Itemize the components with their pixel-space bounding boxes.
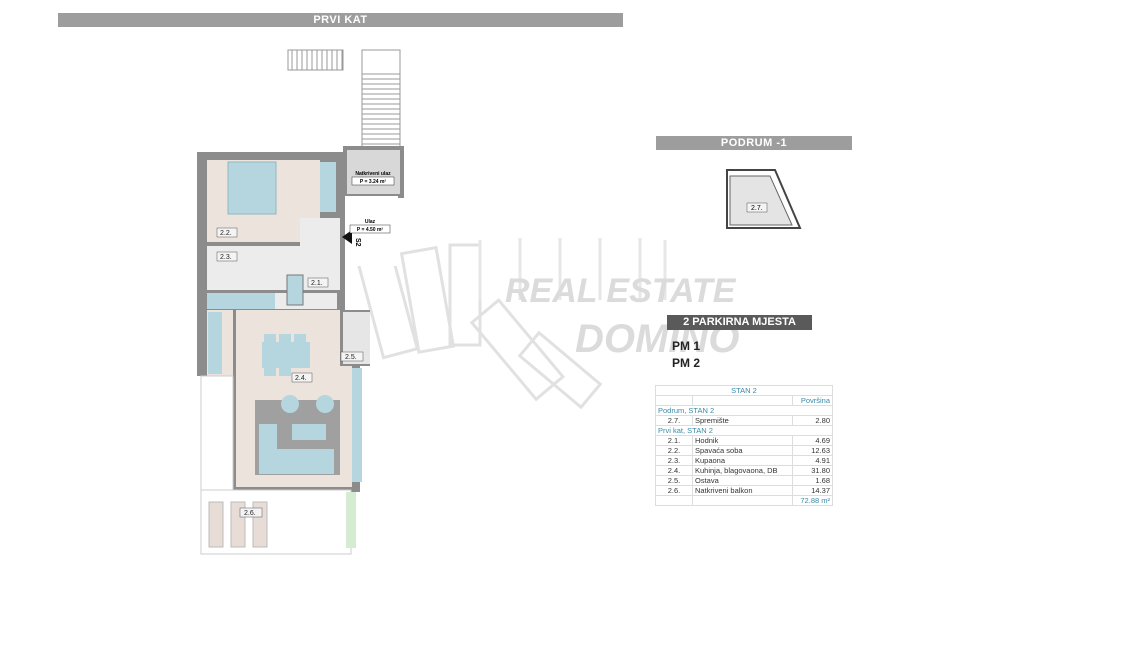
room-label-2-5: 2.5. [345, 354, 357, 361]
entry-label: Ulaz [365, 219, 376, 225]
apartment-walls [197, 152, 398, 492]
staircase [287, 49, 401, 149]
covered-entry-area: P = 3.24 m² [360, 179, 387, 185]
total-area: 72.88 m² [792, 495, 833, 506]
section-basement: Podrum, STAN 2 [655, 405, 833, 416]
area-table: STAN 2 Površina Podrum, STAN 2 2.7.Sprem… [655, 385, 833, 506]
entry-area: P = 4.50 m² [357, 227, 384, 233]
entry-code: S2 [354, 238, 361, 247]
basement-storage-plan: 2.7. [726, 169, 802, 229]
basement-title: PODRUM -1 [656, 136, 852, 150]
parking-spot-1: PM 1 [672, 339, 701, 353]
column-header-area: Površina [792, 395, 833, 406]
room-label-2-6: 2.6. [244, 510, 256, 517]
parking-title: 2 PARKIRNA MJESTA [667, 315, 812, 330]
covered-entry-label: Natkriveni ulaz [355, 171, 391, 177]
room-2-6-balcony [200, 375, 356, 555]
bed [227, 161, 277, 215]
table-title: STAN 2 [655, 385, 833, 396]
parking-spot-2: PM 2 [672, 356, 701, 370]
entry-arrow-icon [342, 230, 352, 244]
watermark-line1: REAL ESTATE [505, 272, 737, 310]
room-label-2-3: 2.3. [220, 254, 232, 261]
room-label-2-7: 2.7. [751, 205, 763, 212]
room-label-2-1: 2.1. [311, 280, 323, 287]
room-label-2-2: 2.2. [220, 230, 232, 237]
first-floor-title: PRVI KAT [58, 13, 623, 27]
section-first-floor: Prvi kat, STAN 2 [655, 425, 833, 436]
room-label-2-4: 2.4. [295, 375, 307, 382]
